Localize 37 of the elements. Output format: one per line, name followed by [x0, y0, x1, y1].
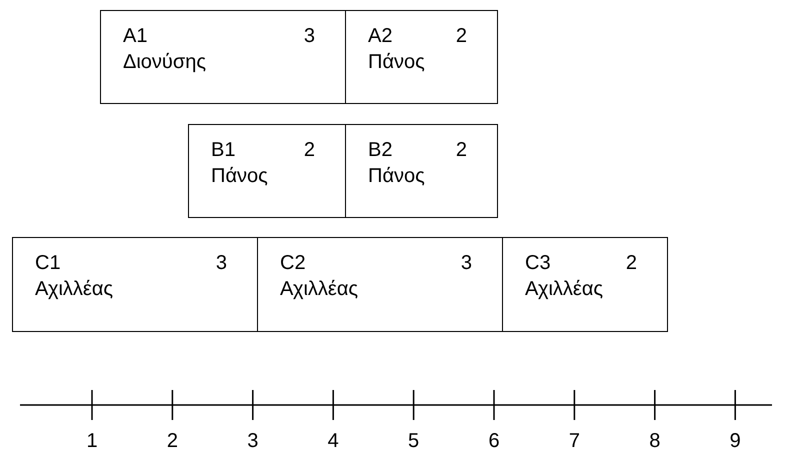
assignee-name: Αχιλλέας — [280, 278, 358, 300]
axis-tick-label: 2 — [166, 430, 179, 452]
task-box — [12, 237, 258, 332]
axis-tick-label: 5 — [407, 430, 420, 452]
task-box — [345, 10, 498, 104]
task-box — [100, 10, 346, 104]
assignee-name: Αχιλλέας — [525, 278, 604, 300]
axis-tick-label: 8 — [648, 430, 662, 452]
axis-tick-label: 9 — [728, 430, 742, 452]
duration-label: 2 — [626, 252, 637, 274]
task-id: C2 — [280, 252, 306, 274]
axis-tick-label: 3 — [246, 430, 260, 452]
task-box — [502, 237, 668, 332]
duration-label: 3 — [216, 252, 227, 274]
task-box — [257, 237, 503, 332]
axis-tick-label: 7 — [568, 430, 581, 452]
task-id: C3 — [525, 252, 551, 274]
task-id: A2 — [368, 25, 392, 47]
duration-label: 2 — [456, 139, 467, 161]
task-box — [345, 124, 498, 218]
assignee-name: Πάνος — [368, 165, 425, 187]
task-box — [188, 124, 346, 218]
duration-label: 2 — [456, 25, 467, 47]
task-id: C1 — [35, 252, 61, 274]
duration-label: 2 — [304, 139, 315, 161]
task-id: B1 — [211, 139, 236, 161]
assignee-name: Πάνος — [211, 165, 268, 187]
task-id: B2 — [368, 139, 392, 161]
assignee-name: Διονύσης — [123, 51, 206, 73]
assignee-name: Αχιλλέας — [35, 278, 114, 300]
duration-label: 3 — [304, 25, 315, 47]
task-id: A1 — [123, 25, 148, 47]
assignee-name: Πάνος — [368, 51, 425, 73]
axis-tick-label: 6 — [487, 430, 501, 452]
axis-tick-label: 4 — [326, 430, 340, 452]
axis-tick-label: 1 — [85, 430, 99, 452]
duration-label: 3 — [460, 252, 472, 274]
